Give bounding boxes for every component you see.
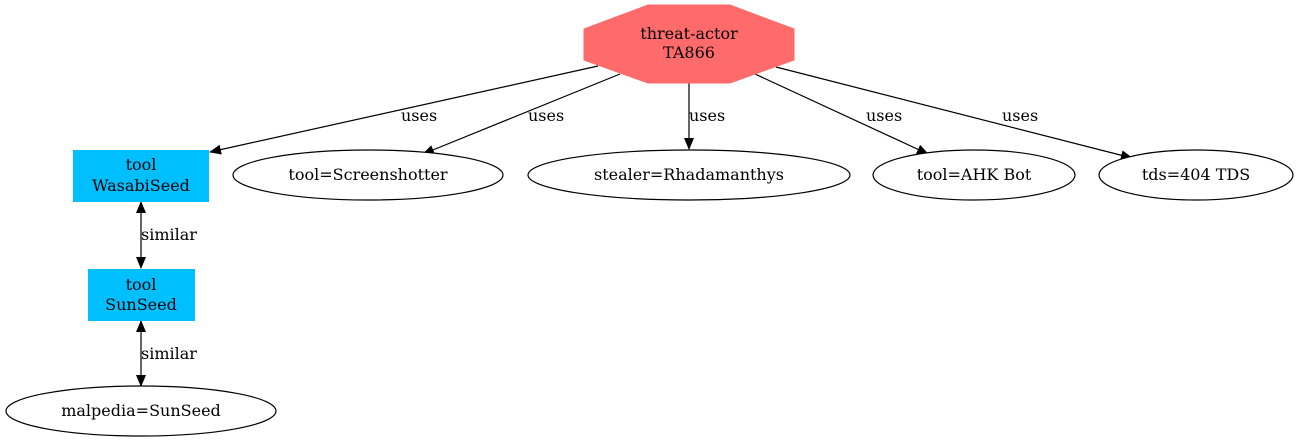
edge-label: similar [141,344,197,363]
edge-label: uses [401,106,437,125]
edge-ta866-screenshotter: uses [422,73,621,155]
box-shape [88,269,195,321]
edge-ta866-ahk-bot: uses [754,73,929,155]
ellipse-shape [527,149,851,201]
node-type-label: threat-actor [640,24,738,43]
node-label: tool=AHK Bot [917,165,1032,184]
node-stealer-rhadamanthys[interactable]: stealer=Rhadamanthys [527,149,851,201]
edge-line [775,66,1133,161]
edge-label: uses [689,106,725,125]
edge-line [422,73,621,155]
node-label: stealer=Rhadamanthys [594,165,784,184]
node-tool-wasabiseed[interactable]: tool WasabiSeed [73,150,209,202]
node-label: tds=404 TDS [1142,165,1250,184]
ellipse-shape [5,385,277,437]
node-label: tool=Screenshotter [288,165,448,184]
node-name-label: TA866 [663,43,715,62]
edge-line [209,65,599,155]
node-malpedia-sunseed[interactable]: malpedia=SunSeed [5,385,277,437]
node-tool-ahk-bot[interactable]: tool=AHK Bot [872,149,1076,201]
edge-line [754,73,929,155]
edge-label: uses [528,106,564,125]
edge-ta866-404-tds: uses [775,66,1133,161]
edge-label: uses [866,106,902,125]
edge-label: uses [1002,106,1038,125]
ellipse-shape [1098,149,1294,201]
octagon-shape [583,4,795,84]
node-name-label: WasabiSeed [92,176,190,195]
node-name-label: SunSeed [105,295,177,314]
node-tool-sunseed[interactable]: tool SunSeed [88,269,195,321]
ellipse-shape [232,149,504,201]
node-type-label: tool [126,275,157,294]
node-threat-actor-ta866[interactable]: threat-actor TA866 [583,4,795,84]
box-shape [73,150,209,202]
ellipse-shape [872,149,1076,201]
node-type-label: tool [126,155,157,174]
edge-sunseed-malpedia: similar [136,320,197,387]
node-tool-screenshotter[interactable]: tool=Screenshotter [232,149,504,201]
edge-label: similar [141,225,197,244]
edge-ta866-rhadamanthys: uses [684,83,725,150]
node-label: malpedia=SunSeed [61,401,221,420]
edge-ta866-wasabiseed: uses [209,65,599,155]
edge-wasabiseed-sunseed: similar [136,201,197,269]
node-tds-404-tds[interactable]: tds=404 TDS [1098,149,1294,201]
